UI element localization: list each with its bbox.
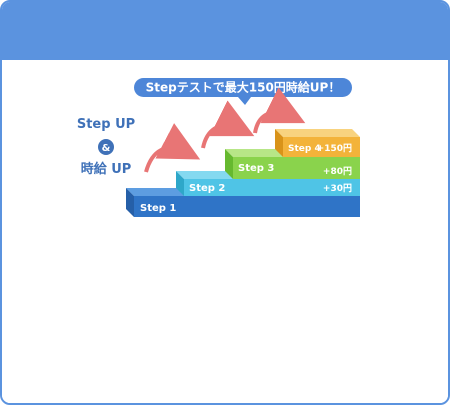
side-label-line2: & [102, 143, 111, 154]
step-1-label: Step 1 [140, 203, 176, 214]
side-label: Step UP & 時給 UP [77, 117, 135, 177]
side-label-line3: 時給 UP [81, 161, 132, 177]
arrow-step-2-to-3 [201, 100, 255, 149]
step-up-illustration: Stepテストで最大150円時給UP！ Step UP & 時給 UP Step… [77, 78, 360, 217]
arrow-step-1-to-2 [144, 123, 201, 173]
step-3-label: Step 3 [238, 163, 274, 174]
banner-text: Stepテストで最大150円時給UP！ [146, 80, 341, 95]
arrow-step-3-to-4 [253, 87, 306, 134]
step-3-bonus: +80円 [323, 166, 352, 177]
side-label-line1: Step UP [77, 117, 135, 132]
step-2-label: Step 2 [189, 183, 225, 194]
step-4-block: Step 4 +150円 [275, 129, 360, 157]
ampersand-badge [98, 139, 114, 155]
step-4-bonus: +150円 [317, 143, 352, 154]
step-2-bonus: +30円 [323, 183, 352, 194]
header-bar [2, 2, 448, 60]
step-4-label: Step 4 [288, 144, 321, 154]
content-area: Stepテストで最大150円時給UP！ Step UP & 時給 UP Step… [2, 60, 448, 403]
callout-banner: Stepテストで最大150円時給UP！ [134, 78, 352, 105]
